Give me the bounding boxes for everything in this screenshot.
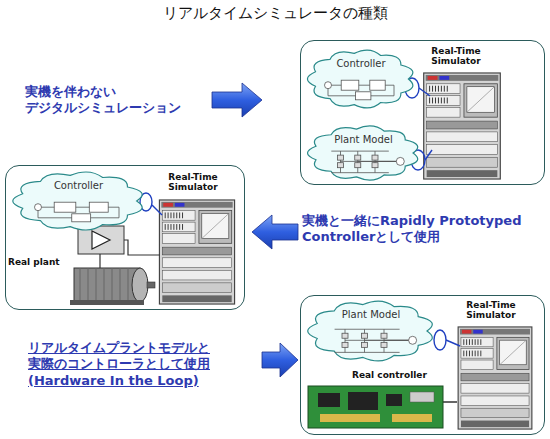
simulator-label: Real-Time Simulator: [148, 172, 238, 193]
block-arrows: [212, 83, 298, 377]
motor-body: [74, 268, 140, 302]
rack-units: [159, 73, 531, 429]
chip: [386, 394, 402, 406]
model-cloud: Plant Model: [306, 125, 421, 181]
motor-shaft: [147, 282, 155, 288]
scenario-panel: Real-Time SimulatorControllerPlant Model: [300, 40, 545, 185]
connector: [410, 392, 434, 402]
circuit-board: [308, 386, 443, 428]
inverter-symbol: [335, 329, 417, 352]
io-wire: [446, 340, 460, 346]
model-cloud: Controller: [306, 49, 416, 109]
right-arrow: [262, 343, 298, 377]
scenario-text: リアルタイムプラントモデルと 実際のコントローラとして使用 (Hardware …: [28, 340, 263, 389]
simulator-rack: [424, 73, 501, 179]
model-label: Controller: [306, 58, 416, 71]
scenario-text: 実機を伴わない デジタルシミュレーション: [25, 84, 215, 117]
model-label: Controller: [11, 180, 146, 193]
amplifier-symbol: [92, 231, 110, 249]
controller-blocks: [35, 202, 120, 222]
motor-fins: [80, 268, 128, 302]
simulator-label: Real-Time Simulator: [446, 300, 536, 321]
simulator-rack: [458, 327, 532, 429]
motor-end: [132, 268, 148, 302]
model-label: Plant Model: [306, 134, 421, 147]
simulator-label: Real-Time Simulator: [411, 46, 501, 67]
model-cloud: Plant Model: [306, 300, 436, 362]
chip: [348, 392, 378, 410]
inverter-symbol: [331, 151, 404, 173]
scenario-panel: Real-Time Simulator Plant Model: [300, 295, 545, 435]
scenario-panel: Real-Time SimulatorController: [5, 165, 245, 310]
diagram-title: リアルタイムシミュレータの種類: [0, 4, 550, 23]
simulator-rack: [159, 200, 234, 304]
model-label: Plant Model: [306, 309, 436, 322]
chip: [318, 393, 340, 407]
cloud-outline: [306, 125, 421, 181]
controller-blocks: [325, 80, 395, 100]
plant-wire: [99, 254, 100, 268]
header: [320, 414, 380, 422]
header: [392, 414, 432, 422]
right-arrow: [212, 83, 262, 117]
left-arrow: [252, 215, 298, 249]
real-controller-figure: [308, 386, 457, 428]
motor-base: [70, 300, 144, 305]
part-label: Real controller: [352, 370, 444, 381]
plant-wire: [124, 240, 160, 255]
model-cloud: Controller: [11, 171, 146, 231]
io-wire: [425, 150, 432, 160]
real-plant-figure: [70, 226, 160, 305]
part-label: Real plant: [8, 257, 70, 268]
io-wire: [419, 88, 430, 96]
io-ellipse: [434, 330, 446, 350]
controller-wire: [443, 401, 457, 403]
scenario-text: 実機と一緒にRapidly Prototyped Controllerとして使用: [302, 213, 547, 246]
io-wire: [152, 205, 162, 215]
